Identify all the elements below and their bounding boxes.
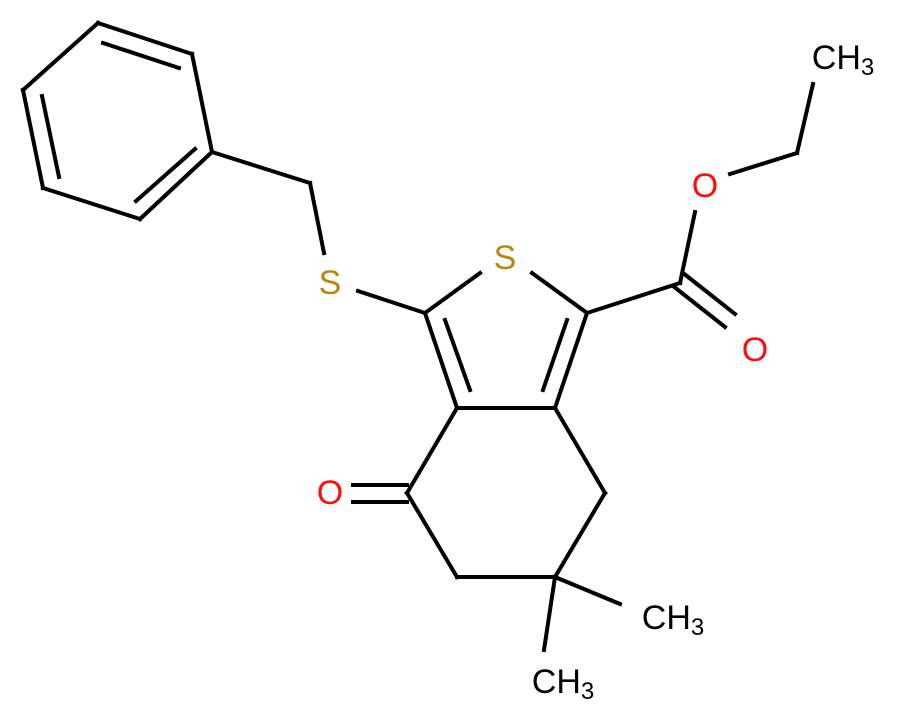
sulfur-atom-thioether: S [318, 264, 342, 302]
sulfur-atom-thiophene: S [493, 239, 517, 277]
benzyl-linker [209, 149, 428, 316]
cyclohexanone-ring [351, 405, 608, 580]
methyl-main: CH [531, 663, 581, 701]
ester-group [584, 81, 816, 330]
methyl-group-gem-right: CH3 [641, 599, 704, 640]
oxygen-atom-ketone: O [316, 474, 344, 512]
oxygen-atom-ester-single: O [691, 167, 719, 205]
methyl-group-ethyl: CH3 [811, 39, 874, 80]
methyl-subscript: 3 [580, 678, 595, 705]
methyl-main: CH [811, 39, 861, 77]
methyl-main: CH [641, 599, 691, 637]
methyl-group-gem-bottom: CH3 [531, 663, 594, 704]
methyl-subscript: 3 [690, 614, 705, 641]
thiophene-ring [422, 270, 590, 411]
methyl-subscript: 3 [860, 54, 875, 81]
oxygen-atom-ester-carbonyl: O [741, 331, 769, 369]
benzene-ring [20, 20, 215, 222]
gem-dimethyl [541, 574, 623, 653]
